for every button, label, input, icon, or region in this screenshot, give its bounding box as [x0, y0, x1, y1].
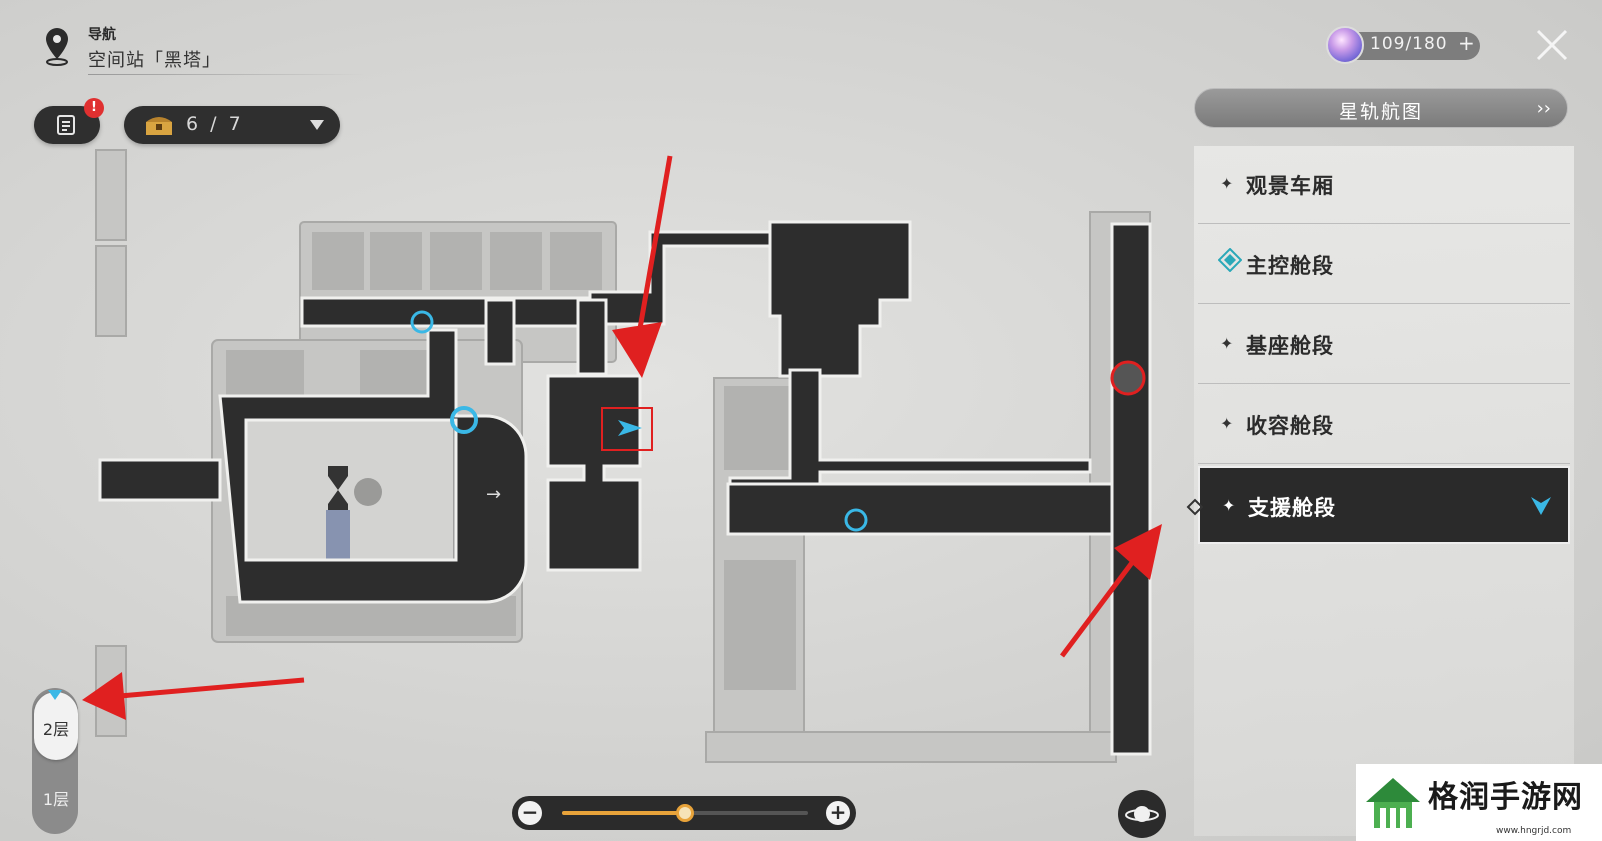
divider — [88, 74, 368, 75]
star-rail-map-label: 星轨航图 — [1338, 101, 1423, 123]
chest-dropdown[interactable]: 6 / 7 — [124, 106, 340, 144]
trailblaze-power-value: 109/180 — [1370, 34, 1448, 54]
floor-2-button[interactable]: 2层 — [34, 692, 78, 760]
star-rail-map-button[interactable]: 星轨航图 ›› — [1194, 88, 1568, 128]
area-label: 观景车厢 — [1246, 174, 1334, 198]
chevron-right-icon: ›› — [1536, 98, 1551, 119]
diamond-marker-icon — [1218, 248, 1242, 272]
star-bullet-icon: ✦ — [1220, 174, 1234, 193]
area-label: 支援舱段 — [1248, 496, 1336, 520]
chevron-down-icon — [310, 120, 324, 130]
area-item-base-zone[interactable]: ✦ 基座舱段 — [1198, 306, 1570, 384]
current-location-icon — [1531, 497, 1551, 515]
area-item-master-control-zone[interactable]: 主控舱段 — [1198, 226, 1570, 304]
area-item-observation-car[interactable]: ✦ 观景车厢 — [1198, 146, 1570, 224]
zoom-in-button[interactable]: + — [826, 801, 850, 825]
zoom-handle[interactable] — [676, 804, 694, 822]
add-power-button[interactable]: + — [1458, 31, 1475, 55]
area-item-supply-zone[interactable]: ✦ 支援舱段 — [1198, 466, 1570, 544]
floor-label: 2层 — [42, 720, 70, 739]
zoom-fill — [562, 811, 685, 815]
alert-badge: ! — [84, 98, 104, 118]
area-label: 主控舱段 — [1246, 254, 1334, 278]
divider — [1198, 303, 1570, 304]
planet-icon — [1125, 806, 1159, 822]
star-bullet-icon: ✦ — [1220, 334, 1234, 353]
location-pin-icon — [46, 28, 68, 66]
watermark-logo-icon — [1366, 778, 1420, 828]
zoom-out-button[interactable]: − — [518, 801, 542, 825]
watermark-text: 格润手游网 — [1428, 780, 1583, 815]
trailblaze-power-icon — [1326, 26, 1364, 64]
close-icon[interactable] — [1535, 28, 1569, 62]
zoom-slider[interactable]: − + — [512, 796, 856, 830]
area-label: 收容舱段 — [1246, 414, 1334, 438]
chest-count: 6 / 7 — [186, 113, 244, 135]
star-bullet-icon: ✦ — [1222, 496, 1236, 515]
star-bullet-icon: ✦ — [1220, 414, 1234, 433]
watermark: 格润手游网 www.hngrjd.com — [1356, 764, 1602, 841]
planet-button[interactable] — [1118, 790, 1166, 838]
treasure-chest-icon — [146, 117, 172, 135]
divider — [1198, 463, 1570, 464]
journal-icon — [57, 115, 75, 135]
map-canvas[interactable]: → — [0, 140, 1190, 840]
selection-indicator-icon — [1186, 498, 1204, 516]
location-name: 空间站「黑塔」 — [88, 50, 221, 71]
divider — [1198, 383, 1570, 384]
watermark-url: www.hngrjd.com — [1496, 826, 1572, 836]
area-label: 基座舱段 — [1246, 334, 1334, 358]
current-floor-marker-icon — [48, 690, 62, 700]
area-item-storage-zone[interactable]: ✦ 收容舱段 — [1198, 386, 1570, 464]
svg-text:→: → — [486, 484, 501, 505]
space-anchor-icon — [410, 310, 868, 532]
floor-1-button[interactable]: 1层 — [42, 790, 70, 809]
nav-label: 导航 — [88, 27, 116, 43]
divider — [1198, 223, 1570, 224]
